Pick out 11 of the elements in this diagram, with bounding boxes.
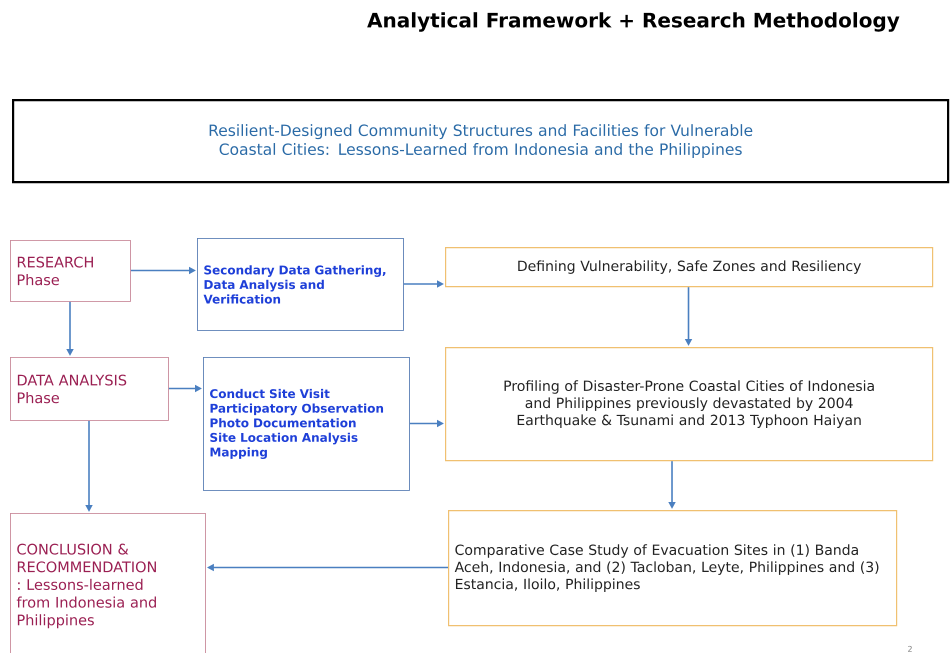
process-box: Comparative Case Study of Evacuation Sites in (1) Banda Aceh, Indonesia, and (2) Tacloban, Leyte, Philippines and (3) Estancia, Iloilo, Philippines	[448, 510, 898, 626]
phase-box: CONCLUSION & RECOMMENDATION : Lessons-learned from Indonesia and Philippines	[10, 513, 206, 653]
process-box: Profiling of Disaster-Prone Coastal Cities of Indonesia and Philippines previously devastated by 2004 Earthquake & Tsunami and 2013 Typhoon Haiyan	[445, 347, 934, 462]
method-box: Secondary Data Gathering, Data Analysis and Verification	[197, 238, 404, 331]
page-number: 2	[908, 646, 912, 652]
phase-box: RESEARCH Phase	[10, 240, 131, 302]
method-box: Conduct Site Visit Participatory Observation Photo Documentation Site Location Analysis Mapping	[203, 357, 410, 491]
heading: Analytical Framework + Research Methodology	[367, 12, 900, 32]
topic-banner: Resilient-Designed Community Structures and Facilities for Vulnerable Coastal Cities: Lessons-Learned from Indonesia and the Philippines	[12, 99, 950, 184]
phase-box: DATA ANALYSIS Phase	[10, 357, 169, 421]
process-box: Defining Vulnerability, Safe Zones and Resiliency	[445, 247, 934, 288]
